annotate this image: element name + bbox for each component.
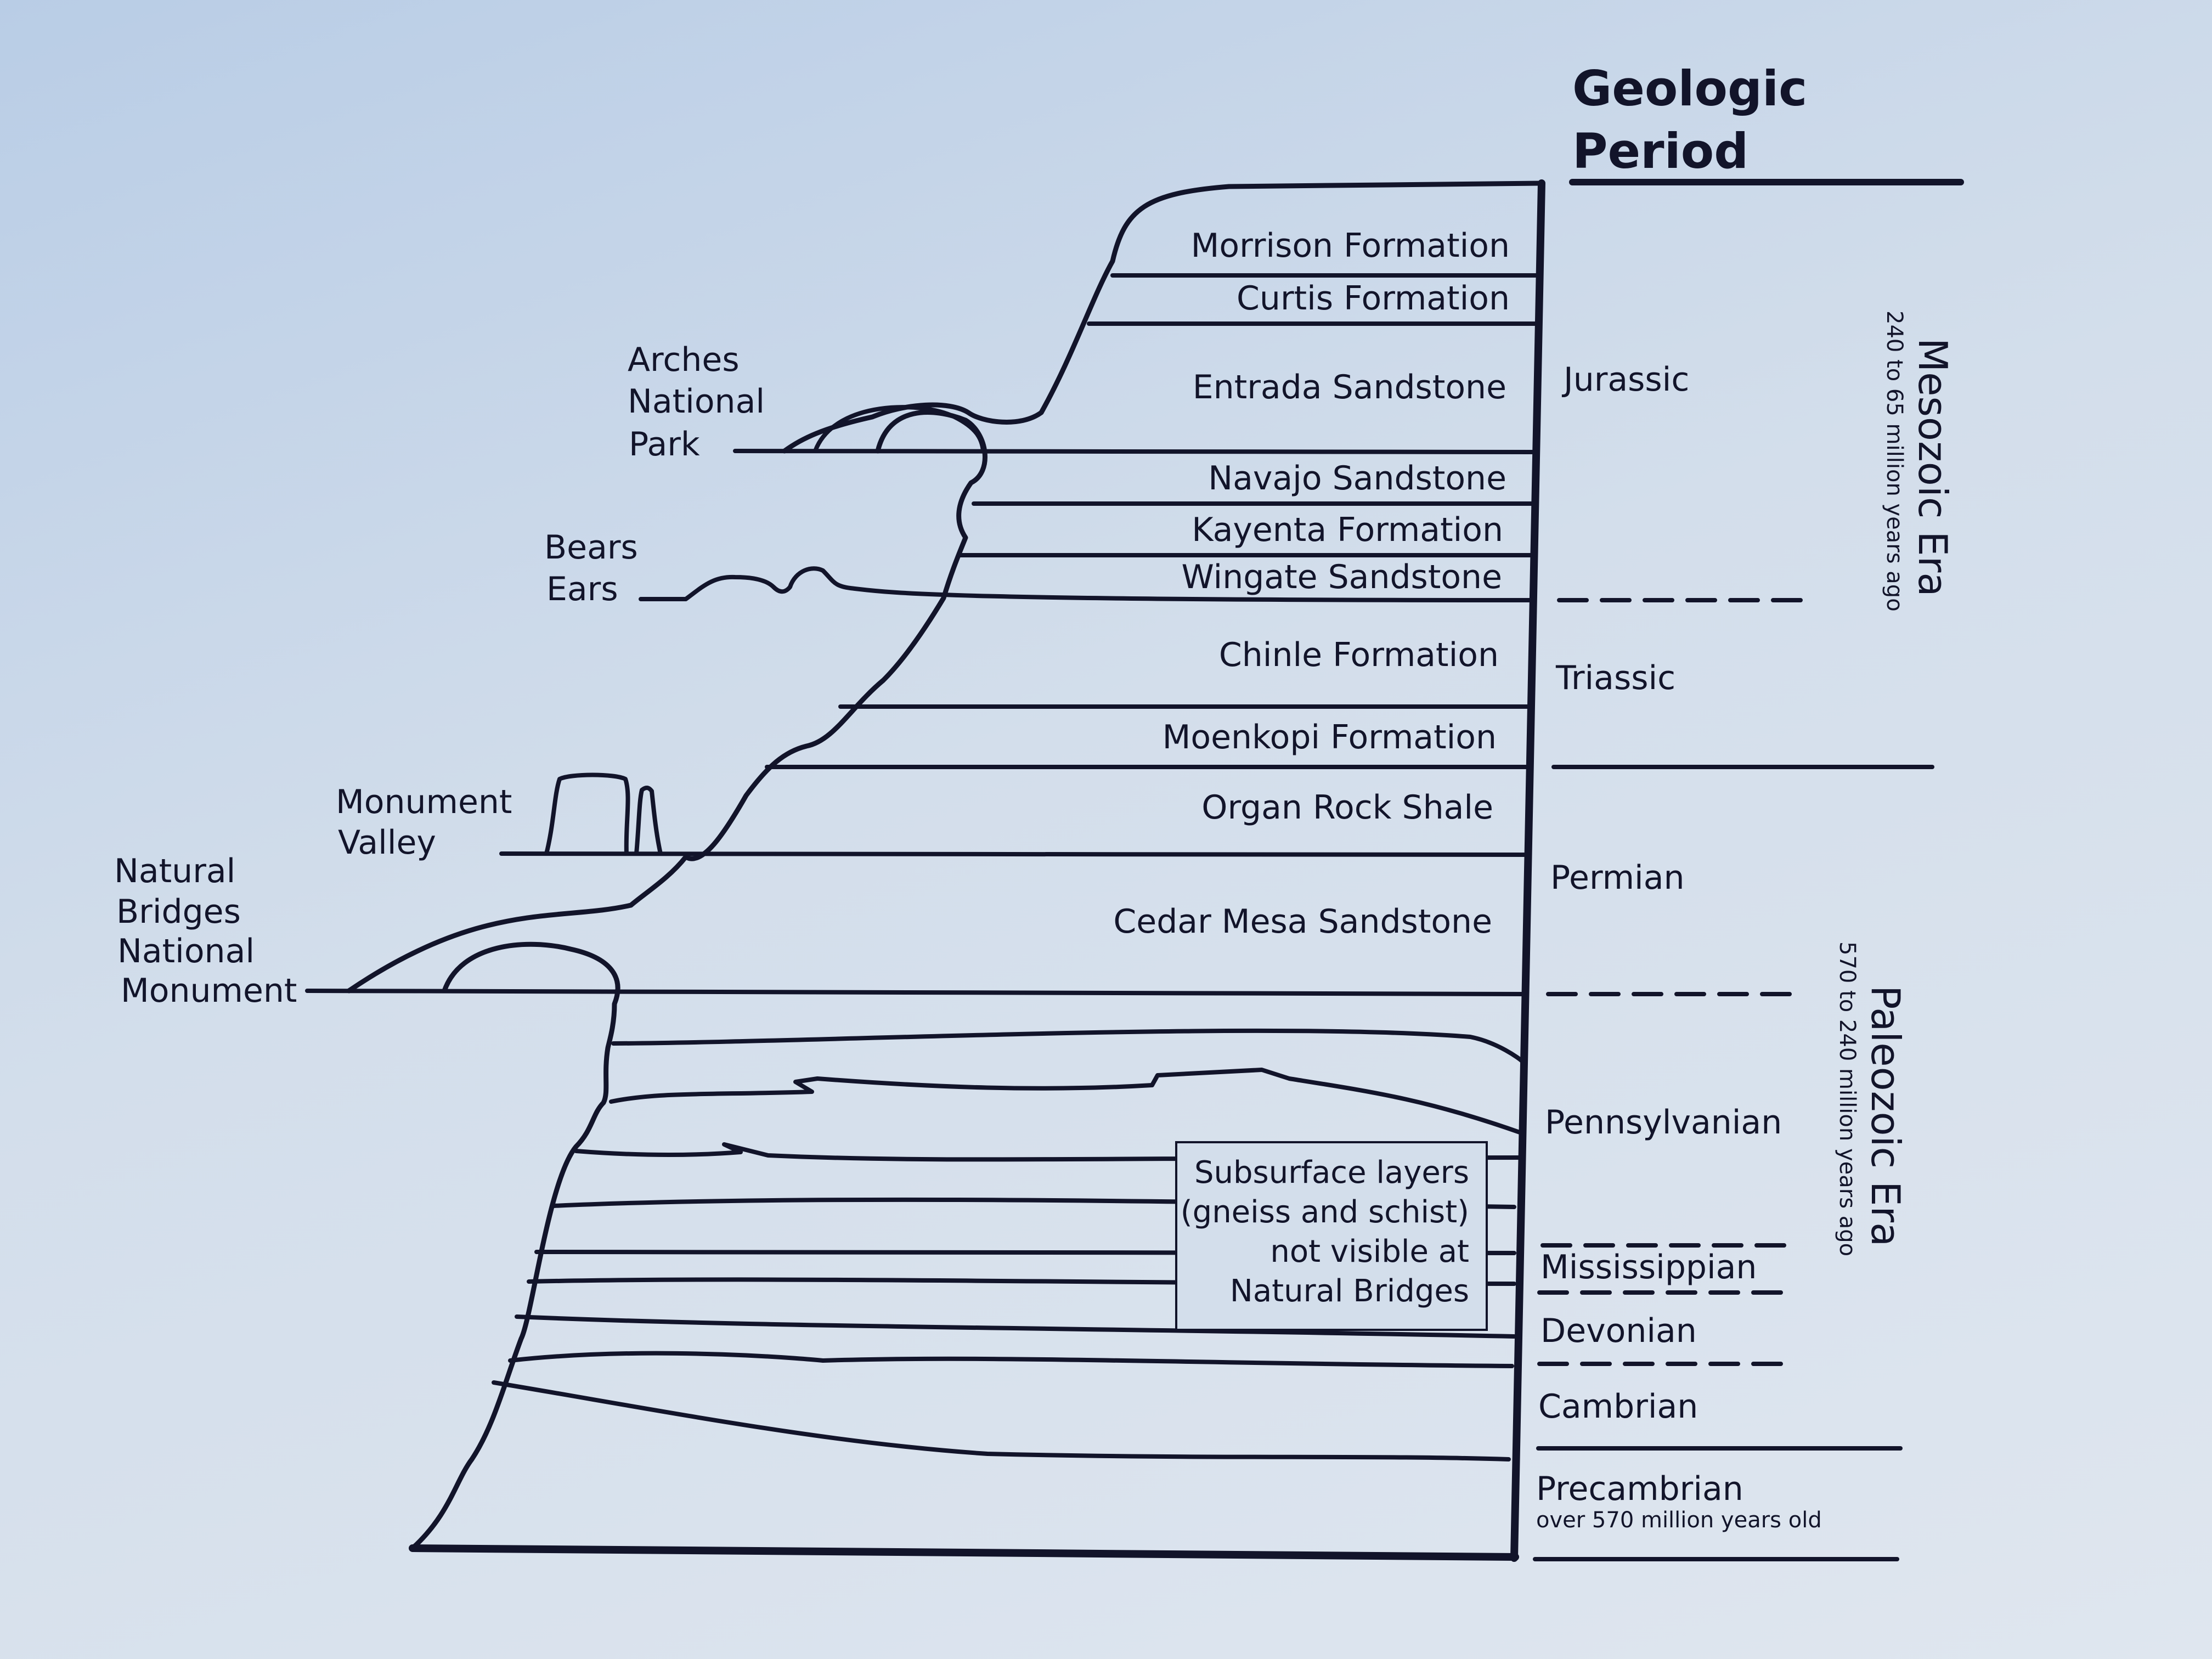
column-right-edge [1510,179,1545,1562]
period-permian: Permian [1550,859,1684,897]
subsurface-note-box [1175,1141,1488,1331]
period-precambrian: Precambrian [1536,1470,1743,1508]
precambrian-top [492,1380,1511,1462]
devonian-base [515,1314,1516,1339]
formation-label-moenkopi: Moenkopi Formation [1163,718,1497,757]
wingate-chinle-contact [639,566,1533,602]
formation-label-chinle: Chinle Formation [1219,636,1499,674]
formation-label-navajo: Navajo Sandstone [1208,459,1506,498]
natural-bridges-label-2: Bridges [116,893,241,931]
period-pennsylvanian: Pennsylvanian [1545,1103,1782,1142]
formation-label-entrada: Entrada Sandstone [1193,368,1506,407]
formation-label-kayenta: Kayenta Formation [1192,511,1503,549]
period-cambrian: Cambrian [1538,1387,1698,1426]
monument-valley-label-2: Valley [338,823,436,862]
formation-label-cedarmesa: Cedar Mesa Sandstone [1113,902,1492,941]
period-triassic: Triassic [1555,659,1675,697]
formation-label-curtis: Curtis Formation [1237,279,1510,318]
era-mesozoic-span: 240 to 65 million years ago [1882,311,1907,612]
note-line-2: (gneiss and schist) [1181,1194,1469,1230]
rock-column-outline [346,179,1545,1562]
arches-label-1: Arches [628,341,740,379]
arches-label-3: Park [629,425,700,464]
era-paleozoic: Paleozoic Era [1863,985,1909,1246]
cliff-profile-lower [346,410,988,994]
cliff-profile [782,180,1544,454]
monument-valley-buttes [544,772,663,856]
natural-bridges-label-4: Monument [121,972,297,1010]
note-line-4: Natural Bridges [1230,1273,1469,1309]
formation-label-morrison: Morrison Formation [1191,227,1510,265]
column-base [409,1544,1519,1561]
arches-arch-inner [813,405,985,453]
formation-label-wingate: Wingate Sandstone [1182,558,1502,596]
landmark-labels: Arches National Park Bears Ears Monument… [114,341,765,1010]
bears-ears-label-2: Ears [546,570,618,608]
period-jurassic: Jurassic [1561,360,1689,399]
cambrian-top [508,1351,1514,1368]
monument-valley-label-1: Monument [336,783,512,821]
pennsylvanian-top [611,1028,1524,1063]
era-labels: Mesozoic Era 240 to 65 million years ago… [1835,311,1956,1256]
period-mississippian: Mississippian [1541,1248,1757,1286]
natural-bridges-label-3: National [117,932,255,970]
upper-strata-lines [305,273,1539,996]
era-mesozoic: Mesozoic Era [1910,338,1956,597]
pennsylvanian-interfinger [609,1068,1522,1135]
era-paleozoic-span: 570 to 240 million years ago [1835,941,1860,1256]
formation-labels: Morrison Formation Curtis Formation Entr… [1113,227,1510,941]
header-period: Period [1572,123,1748,179]
arches-label-2: National [628,382,765,421]
natural-bridges-arch [410,941,620,1551]
bears-ears-label-1: Bears [544,528,638,567]
entrada-navajo-contact [733,449,1536,454]
natural-bridges-label-1: Natural [114,852,235,890]
header-geologic: Geologic [1572,60,1807,117]
subsurface-note-text: Subsurface layers (gneiss and schist) no… [1181,1155,1469,1309]
period-labels: Jurassic Triassic Permian Pennsylvanian … [1536,360,1822,1533]
organrock-cedarmesa-contact [499,851,1527,857]
period-precambrian-note: over 570 million years old [1536,1508,1822,1533]
note-line-1: Subsurface layers [1194,1155,1469,1190]
period-devonian: Devonian [1541,1312,1697,1350]
cedarmesa-base-contact [305,989,1525,996]
formation-label-organrock: Organ Rock Shale [1201,788,1493,827]
note-line-3: not visible at [1270,1234,1469,1269]
period-dividers [1533,598,1934,1561]
